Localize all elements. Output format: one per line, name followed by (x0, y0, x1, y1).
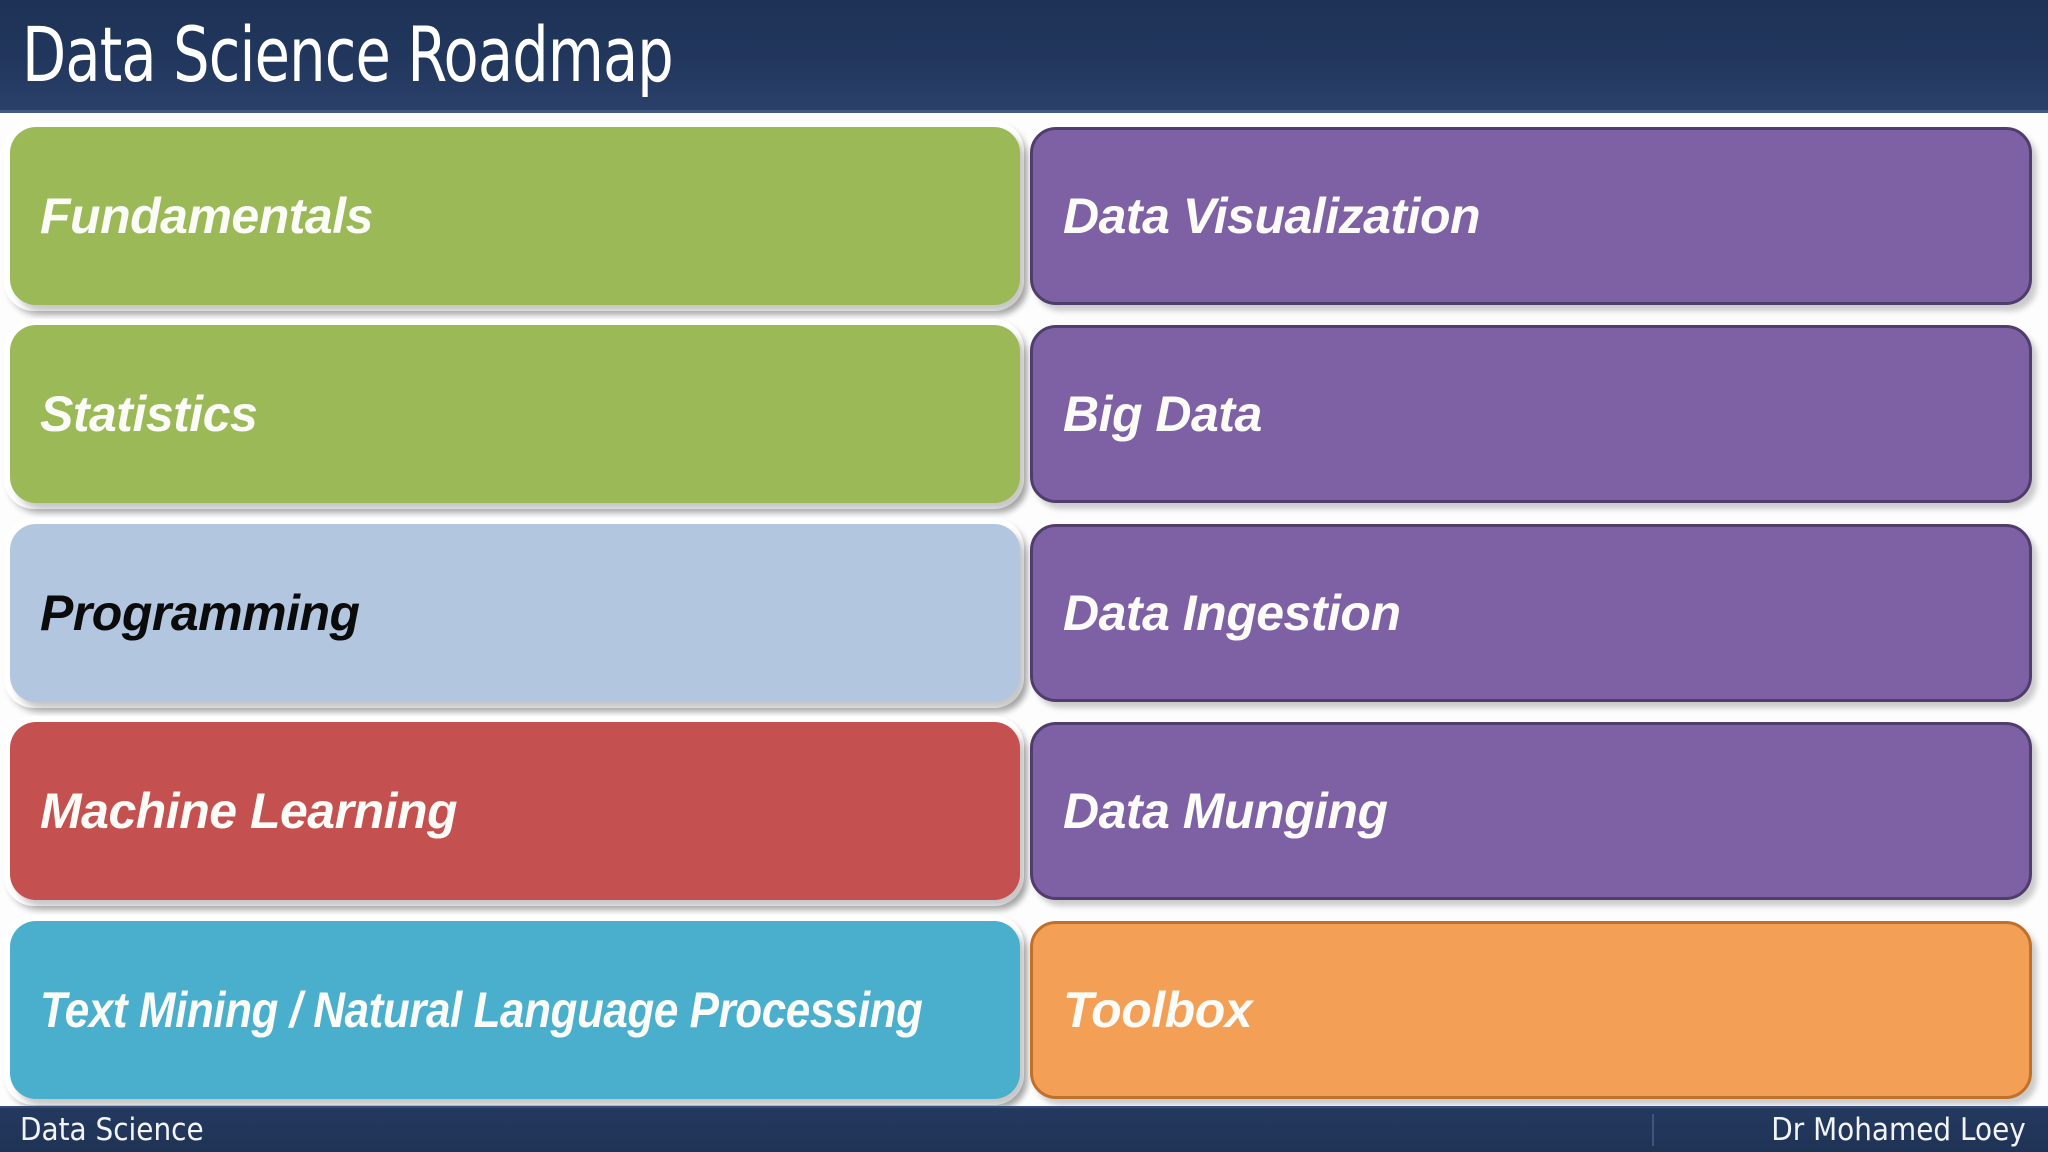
roadmap-row: Text Mining / Natural Language Processin… (0, 915, 2048, 1105)
roadmap-right-cell: Data Munging (1030, 722, 2032, 900)
roadmap-card-toolbox[interactable]: Toolbox (1030, 921, 2032, 1099)
card-label: Data Visualization (1063, 188, 1481, 244)
roadmap-right-cell: Big Data (1030, 325, 2032, 503)
roadmap-right-cell: Toolbox (1030, 921, 2032, 1099)
roadmap-card-machine-learning[interactable]: Machine Learning (10, 722, 1020, 900)
roadmap-row: Machine Learning Data Munging (0, 716, 2048, 906)
roadmap-row: Programming Data Ingestion (0, 518, 2048, 708)
card-label: Big Data (1063, 386, 1262, 442)
card-label: Fundamentals (40, 188, 373, 244)
roadmap-card-data-visualization[interactable]: Data Visualization (1030, 127, 2032, 305)
footer-divider (1652, 1114, 1654, 1146)
roadmap-left-cell: Programming (4, 518, 1024, 708)
roadmap-card-statistics[interactable]: Statistics (10, 325, 1020, 503)
card-label: Programming (40, 585, 360, 641)
card-label: Machine Learning (40, 783, 458, 839)
roadmap-right-cell: Data Ingestion (1030, 524, 2032, 702)
page-title: Data Science Roadmap (22, 10, 674, 99)
footer-author-label: Dr Mohamed Loey (1771, 1112, 2026, 1148)
roadmap-card-data-ingestion[interactable]: Data Ingestion (1030, 524, 2032, 702)
roadmap-left-cell: Text Mining / Natural Language Processin… (4, 915, 1024, 1105)
roadmap-row: Statistics Big Data (0, 319, 2048, 509)
roadmap-card-text-mining-nlp[interactable]: Text Mining / Natural Language Processin… (10, 921, 1020, 1099)
roadmap-right-cell: Data Visualization (1030, 127, 2032, 305)
roadmap-card-big-data[interactable]: Big Data (1030, 325, 2032, 503)
roadmap-row: Fundamentals Data Visualization (0, 121, 2048, 311)
roadmap-card-data-munging[interactable]: Data Munging (1030, 722, 2032, 900)
card-label: Text Mining / Natural Language Processin… (40, 982, 923, 1038)
card-label: Statistics (40, 386, 258, 442)
roadmap-left-cell: Statistics (4, 319, 1024, 509)
card-label: Data Ingestion (1063, 585, 1401, 641)
roadmap-left-cell: Machine Learning (4, 716, 1024, 906)
card-label: Toolbox (1063, 982, 1253, 1038)
slide-footer: Data Science Dr Mohamed Loey (0, 1106, 2048, 1152)
slide-title-bar: Data Science Roadmap (0, 0, 2048, 113)
roadmap-card-fundamentals[interactable]: Fundamentals (10, 127, 1020, 305)
card-label: Data Munging (1063, 783, 1388, 839)
roadmap-left-cell: Fundamentals (4, 121, 1024, 311)
roadmap-board: Fundamentals Data Visualization Statisti… (0, 113, 2048, 1152)
footer-subject-label: Data Science (20, 1112, 204, 1148)
roadmap-card-programming[interactable]: Programming (10, 524, 1020, 702)
